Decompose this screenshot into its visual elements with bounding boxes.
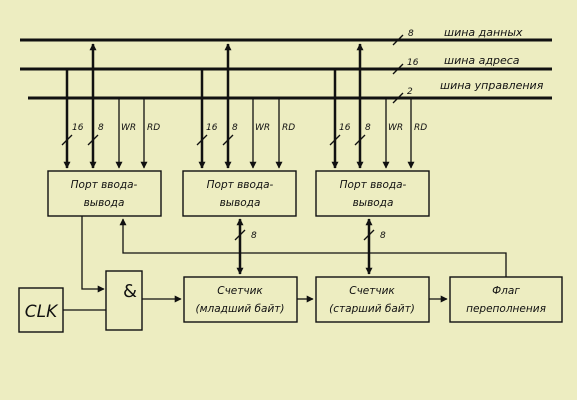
port-1-to-and-line — [81, 216, 105, 293]
control-bus: 2 шина управления — [28, 79, 552, 104]
counter-low-label-line2: (младший байт) — [196, 303, 285, 315]
port-3-counter-link: 8 — [363, 218, 386, 275]
control-bus-width: 2 — [407, 87, 413, 97]
port-3-connections: 16 8 WR RD — [329, 43, 427, 169]
address-bus: 16 шина адреса — [20, 54, 552, 75]
overflow-flag-label-line1: Флаг — [492, 285, 520, 297]
port-2-counter-width: 8 — [251, 231, 257, 241]
port-2-addr-width: 16 — [206, 123, 218, 133]
io-port-3-label-line2: вывода — [353, 197, 394, 209]
data-bus-width: 8 — [408, 29, 414, 39]
address-bus-width: 16 — [407, 58, 419, 68]
data-bus-label: шина данных — [444, 26, 523, 39]
port-2-data-width: 8 — [232, 123, 238, 133]
port-3-wr-label: WR — [388, 123, 403, 133]
counter-high-block: Счетчик (старший байт) — [315, 276, 430, 323]
port-2-counter-link: 8 — [234, 218, 257, 275]
port-1-data-width: 8 — [98, 123, 104, 133]
counter-high-label-line2: (старший байт) — [329, 303, 415, 315]
port-2-wr-label: WR — [255, 123, 270, 133]
clk-label: CLK — [25, 302, 59, 322]
clk-block: CLK — [18, 287, 64, 333]
io-port-3-label-line1: Порт ввода- — [340, 179, 407, 191]
port-1-connections: 16 8 WR RD — [61, 43, 160, 169]
io-port-2: Порт ввода- вывода — [182, 170, 297, 217]
io-port-2-label-line2: вывода — [220, 197, 261, 209]
counter-low-label-line1: Счетчик — [217, 285, 263, 297]
counter-high-label-line1: Счетчик — [349, 285, 395, 297]
port-2-connections: 16 8 WR RD — [196, 43, 295, 169]
overflow-flag-block: Флаг переполнения — [449, 276, 563, 323]
control-bus-label: шина управления — [440, 79, 544, 92]
flag-feedback-line — [119, 218, 507, 277]
port-1-wr-label: WR — [121, 123, 136, 133]
port-3-rd-label: RD — [414, 123, 427, 133]
counter-low-block: Счетчик (младший байт) — [183, 276, 298, 323]
io-port-3: Порт ввода- вывода — [315, 170, 430, 217]
overflow-flag-label-line2: переполнения — [466, 303, 546, 315]
port-1-addr-width: 16 — [72, 123, 84, 133]
port-3-counter-width: 8 — [380, 231, 386, 241]
port-3-addr-width: 16 — [339, 123, 351, 133]
port-1-rd-label: RD — [147, 123, 160, 133]
and-gate: & — [105, 270, 143, 331]
address-bus-label: шина адреса — [444, 54, 520, 67]
io-port-1: Порт ввода- вывода — [47, 170, 162, 217]
port-3-data-width: 8 — [365, 123, 371, 133]
data-bus: 8 шина данных — [20, 26, 552, 46]
and-gate-symbol: & — [123, 281, 137, 302]
port-2-rd-label: RD — [282, 123, 295, 133]
io-port-1-label-line2: вывода — [84, 197, 125, 209]
io-port-2-label-line1: Порт ввода- — [207, 179, 274, 191]
io-port-1-label-line1: Порт ввода- — [71, 179, 138, 191]
